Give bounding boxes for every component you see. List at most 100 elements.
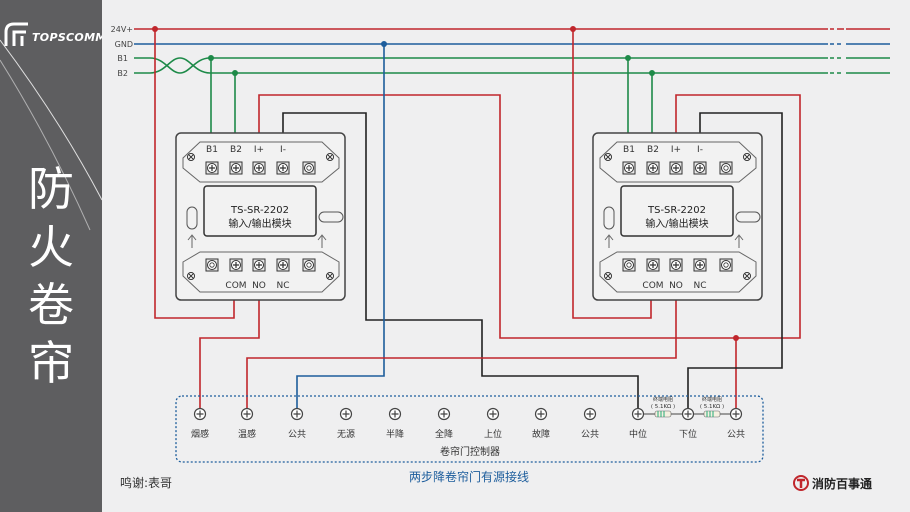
wire-m1-no (199, 298, 260, 410)
terminal-label: NC (693, 281, 706, 291)
terminal-top-0[interactable] (205, 161, 219, 175)
mounting-screw-icon (326, 272, 334, 280)
wire-m2-iminus (687, 112, 783, 410)
terminal-label: COM (642, 281, 663, 291)
terminal-bottom-1[interactable] (646, 258, 660, 272)
mounting-screw-icon (187, 153, 195, 161)
terminal-bottom-4[interactable] (302, 258, 316, 272)
terminal-label: B1 (206, 145, 218, 155)
wire-m1-com (154, 29, 235, 319)
terminal-top-2[interactable] (252, 161, 266, 175)
bus-b2-wire (134, 57, 890, 74)
controller-terminal[interactable]: 故障 (532, 407, 550, 441)
terminal-bottom-2[interactable] (669, 258, 683, 272)
credit: 鸣谢:表哥 (120, 475, 172, 490)
controller-terminal-label: 上位 (484, 428, 502, 440)
terminal-top-3[interactable] (693, 161, 707, 175)
module-model: TS-SR-2202 (647, 205, 706, 216)
terminal-label: I- (280, 145, 286, 155)
terminal-bottom-3[interactable] (276, 258, 290, 272)
controller-terminal[interactable]: 烟感 (191, 407, 209, 441)
controller-terminal[interactable]: 全降 (435, 407, 453, 441)
caption: 两步降卷帘门有源接线 (409, 469, 529, 484)
terminal-top-4[interactable] (719, 161, 733, 175)
logo-text: TOPSCOMM (32, 31, 102, 44)
mounting-screw-icon (743, 272, 751, 280)
page-title: 防火卷帘 (28, 162, 74, 390)
bus-label-b1: B1 (117, 54, 128, 63)
controller-terminal-label: 公共 (581, 429, 599, 440)
terminal-label: I+ (671, 145, 681, 155)
mounting-screw-icon (604, 153, 612, 161)
bus-b1-wire (134, 57, 890, 74)
wire-m2-com (572, 29, 652, 319)
controller-terminal-label: 故障 (532, 428, 550, 440)
decorative-curves (0, 22, 102, 231)
resistor-label: 终端电阻 (653, 396, 673, 403)
arrow-up-icon (317, 234, 327, 248)
arrow-up-icon (734, 234, 744, 248)
terminal-label: NO (669, 281, 683, 291)
terminal-top-3[interactable] (276, 161, 290, 175)
arrow-up-icon (187, 234, 197, 248)
terminal-label: B1 (623, 145, 635, 155)
terminal-label: NO (252, 281, 266, 291)
controller-terminal[interactable]: 公共 (727, 407, 745, 441)
terminal-bottom-0[interactable] (622, 258, 636, 272)
terminal-top-4[interactable] (302, 161, 316, 175)
terminal-label: B2 (647, 145, 659, 155)
controller-terminal[interactable]: 中位 (629, 407, 647, 441)
terminal-resistor: 终端电阻( 5.1KΩ ) (694, 396, 730, 418)
arrow-up-icon (604, 234, 614, 248)
terminal-label: I+ (254, 145, 264, 155)
controller-terminal[interactable]: 公共 (581, 407, 599, 441)
brand-logo-icon (793, 475, 809, 491)
terminal-top-1[interactable] (646, 161, 660, 175)
terminal-top-2[interactable] (669, 161, 683, 175)
terminal-bottom-0[interactable] (205, 258, 219, 272)
module-name: 输入/输出模块 (645, 217, 708, 230)
wire-m2-iplus (675, 94, 801, 339)
controller-terminal-label: 半降 (386, 428, 404, 440)
terminal-bottom-2[interactable] (252, 258, 266, 272)
controller-terminal[interactable]: 下位 (679, 407, 697, 441)
resistor-icon (703, 410, 721, 418)
terminal-label: NC (276, 281, 289, 291)
controller-title: 卷帘门控制器 (440, 445, 500, 458)
terminal-bottom-3[interactable] (693, 258, 707, 272)
controller-terminal-label: 全降 (435, 428, 453, 440)
terminal-label: COM (225, 281, 246, 291)
controller-terminal-label: 下位 (679, 428, 697, 440)
controller-terminal[interactable]: 上位 (484, 407, 502, 441)
wire-m2-no (246, 298, 677, 410)
wire-m1-iminus (282, 112, 639, 410)
controller-terminal[interactable]: 温感 (238, 407, 256, 441)
bus-label-24v: 24V+ (111, 25, 133, 34)
terminal-top-1[interactable] (229, 161, 243, 175)
brand-name: 消防百事通 (812, 476, 872, 491)
resistor-icon (654, 410, 672, 418)
terminal-bottom-1[interactable] (229, 258, 243, 272)
controller-terminal[interactable]: 无源 (337, 407, 355, 441)
wire-gnd-common (296, 44, 385, 410)
mounting-screw-icon (326, 153, 334, 161)
terminal-bottom-4[interactable] (719, 258, 733, 272)
controller-terminal-label: 烟感 (191, 428, 209, 440)
resistor-label: 终端电阻 (702, 396, 722, 403)
controller-terminal-label: 公共 (288, 429, 306, 440)
terminal-label: B2 (230, 145, 242, 155)
module-name: 输入/输出模块 (228, 217, 291, 230)
controller-terminal-label: 温感 (238, 428, 256, 440)
resistor-value: ( 5.1KΩ ) (700, 404, 724, 410)
controller-terminal[interactable]: 半降 (386, 407, 404, 441)
module-model: TS-SR-2202 (230, 205, 289, 216)
sidebar: TOPSCOMM 防火卷帘 (0, 0, 102, 512)
mounting-screw-icon (187, 272, 195, 280)
resistor-value: ( 5.1KΩ ) (651, 404, 675, 410)
terminal-top-0[interactable] (622, 161, 636, 175)
topscomm-logo-icon (4, 22, 28, 46)
controller-terminal[interactable]: 公共 (288, 407, 306, 441)
